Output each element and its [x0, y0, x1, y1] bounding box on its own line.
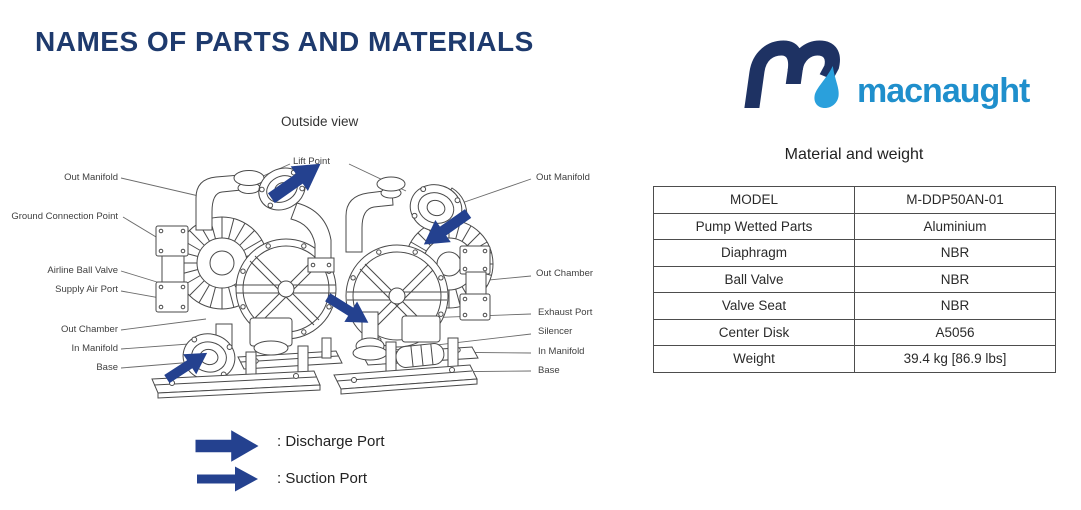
- macnaught-logo: macnaught: [732, 36, 1030, 112]
- row-label: Weight: [653, 345, 855, 373]
- row-value: NBR: [854, 239, 1056, 267]
- label-exhaust-port: Exhaust Port: [538, 307, 593, 318]
- row-label: Pump Wetted Parts: [653, 212, 855, 240]
- row-label: MODEL: [653, 186, 855, 214]
- row-label: Center Disk: [653, 318, 855, 346]
- label-out-chamber-left: Out Chamber: [60, 324, 118, 335]
- label-supply-air-port: Supply Air Port: [55, 284, 118, 295]
- label-silencer: Silencer: [538, 326, 573, 337]
- legend-discharge-label: : Discharge Port: [277, 433, 385, 450]
- discharge-arrow-right-pump: [416, 202, 476, 256]
- table-row: Weight 39.4 kg [86.9 lbs]: [653, 345, 1056, 373]
- label-airline-ball-valve: Airline Ball Valve: [47, 265, 118, 276]
- pump-right: [333, 176, 494, 395]
- table-row: Ball Valve NBR: [653, 265, 1056, 293]
- legend-discharge-arrow: [195, 430, 259, 462]
- label-lift-point: Lift Point: [293, 156, 330, 167]
- row-value: 39.4 kg [86.9 lbs]: [854, 345, 1056, 373]
- table-row: MODEL M-DDP50AN-01: [653, 186, 1056, 214]
- row-value: NBR: [854, 292, 1056, 320]
- page-title: NAMES OF PARTS AND MATERIALS: [35, 26, 534, 57]
- legend-suction-label: : Suction Port: [277, 470, 368, 487]
- macnaught-logo-mark: [744, 40, 840, 108]
- table-row: Center Disk A5056: [653, 318, 1056, 346]
- row-value: NBR: [854, 265, 1056, 293]
- suction-arrow-right-pump: [321, 287, 375, 333]
- suction-arrow-left-pump: [160, 342, 214, 390]
- label-in-manifold-left: In Manifold: [71, 343, 118, 354]
- row-value: A5056: [854, 318, 1056, 346]
- row-label: Valve Seat: [653, 292, 855, 320]
- label-out-manifold-left: Out Manifold: [64, 172, 118, 183]
- materials-heading: Material and weight: [784, 146, 924, 163]
- legend-suction-arrow: [197, 466, 258, 492]
- leader-lines: [120, 163, 532, 373]
- label-out-chamber-right: Out Chamber: [536, 268, 594, 279]
- row-value: Aluminium: [854, 212, 1056, 240]
- outside-view-heading: Outside view: [281, 114, 359, 129]
- label-base-left: Base: [96, 362, 118, 373]
- label-in-manifold-right: In Manifold: [538, 346, 585, 357]
- label-base-right: Base: [538, 365, 560, 376]
- materials-table: MODEL M-DDP50AN-01 Pump Wetted Parts Alu…: [653, 186, 1056, 373]
- table-row: Pump Wetted Parts Aluminium: [653, 212, 1056, 240]
- label-out-manifold-right: Out Manifold: [536, 172, 590, 183]
- macnaught-logo-text: macnaught: [857, 72, 1030, 110]
- row-value: M-DDP50AN-01: [854, 186, 1056, 214]
- label-ground-connection-point: Ground Connection Point: [11, 211, 118, 222]
- table-row: Valve Seat NBR: [653, 292, 1056, 320]
- row-label: Diaphragm: [653, 239, 855, 267]
- table-row: Diaphragm NBR: [653, 239, 1056, 267]
- pump-left: [151, 167, 343, 399]
- row-label: Ball Valve: [653, 265, 855, 293]
